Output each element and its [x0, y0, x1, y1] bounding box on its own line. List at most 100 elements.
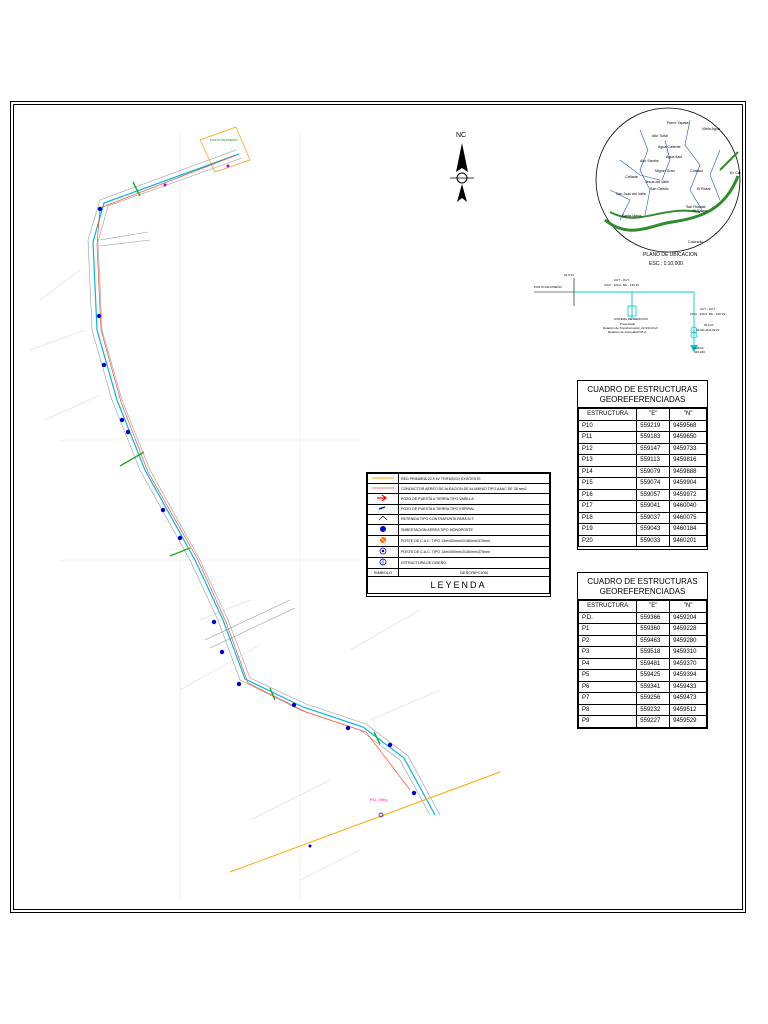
east-cell: 559481 — [636, 657, 671, 670]
east-cell: 559043 — [636, 523, 671, 536]
structure-cell: P10 — [577, 419, 638, 432]
design-point-box: PUNTO DE DISEÑO — [199, 126, 251, 173]
svg-text:27kV - 100 A. BIL - 150 kV: 27kV - 100 A. BIL - 150 kV — [690, 312, 725, 316]
line-orange-icon — [367, 472, 399, 485]
legend-row: CONDUCTOR AEREO DE ALEACION DE ALUMINIO … — [367, 483, 550, 495]
structure-markers — [96, 164, 417, 848]
svg-text:440-220: 440-220 — [694, 350, 705, 354]
design-structure-icon — [367, 556, 399, 569]
legend-row: RED PRIMARIA 22.9 kV TRIFASICO EXISTENTE — [367, 472, 550, 485]
structure-cell: P9 — [577, 715, 638, 728]
east-cell: 559227 — [636, 715, 671, 728]
north-label: NC — [456, 132, 466, 139]
north-cell: 9459816 — [669, 454, 707, 467]
north-cell: 9459280 — [669, 634, 707, 647]
svg-text:Ex Car: Ex Car — [730, 171, 742, 175]
location-plan: Pomo Yapata Alto Tuñal Agua Caliente Agu… — [595, 107, 742, 267]
arrow-red-icon — [367, 493, 399, 505]
route-blue-line — [92, 153, 436, 816]
north-arrow-icon — [450, 143, 474, 202]
east-cell: 559360 — [636, 623, 671, 636]
structure-cell: P7 — [577, 692, 638, 705]
north-cell: 9459310 — [669, 646, 707, 659]
table1-title: CUADRO DE ESTRUCTURAS GEOREFERENCIADAS — [578, 381, 707, 408]
structure-cell: P2 — [577, 634, 638, 647]
terrain-lines — [29, 269, 441, 881]
legend-description: RETENIDA TIPO CONTRAPUNTA PARA M.T. — [398, 513, 550, 525]
retenida-icon — [367, 513, 399, 525]
structure-cell: P19 — [577, 523, 638, 536]
legend-row: POSTE DE C.A.C. TIPO 13m/400mm/2/180mm/3… — [367, 534, 550, 547]
east-cell: 559256 — [636, 692, 671, 705]
east-cell: 559463 — [636, 634, 671, 647]
svg-text:22.9/0.46-0.23 kV: 22.9/0.46-0.23 kV — [696, 328, 720, 332]
north-cell: 9459394 — [669, 669, 707, 682]
svg-text:Relación de Intensidad 5/5 A: Relación de Intensidad 5/5 A — [608, 330, 646, 334]
north-cell: 9459904 — [669, 477, 707, 490]
svg-text:CARGA: CARGA — [693, 346, 704, 350]
place-names: Pomo Yapata Alto Tuñal Agua Caliente Agu… — [616, 121, 742, 244]
svg-text:El Sauce: El Sauce — [693, 209, 707, 213]
table1-col-structure: ESTRUCTURA — [577, 408, 638, 421]
north-cell: 9459529 — [669, 715, 707, 728]
structure-cell: P17 — [577, 500, 638, 513]
svg-text:Agua Caliente: Agua Caliente — [658, 145, 681, 149]
substation-icon — [367, 523, 399, 536]
svg-text:CUT - OUT: CUT - OUT — [614, 278, 629, 282]
legend-col-symbol: SIMBOLO — [367, 567, 399, 577]
north-cell: 9459228 — [669, 623, 707, 636]
structures-table-1: CUADRO DE ESTRUCTURAS GEOREFERENCIADAS E… — [577, 380, 708, 550]
green-road — [604, 175, 740, 232]
north-cell: 9459888 — [669, 465, 707, 478]
svg-text:San Rosalia: San Rosalia — [686, 205, 705, 209]
structure-cell: P13 — [577, 454, 638, 467]
north-cell: 9459568 — [669, 419, 707, 432]
legend-description: CONDUCTOR AEREO DE ALEACION DE ALUMINIO … — [398, 483, 550, 495]
legend-row: POSTE DE C.A.C. TIPO 13m/300mm/2/180mm/3… — [367, 545, 550, 558]
svg-text:Miguel Grau: Miguel Grau — [655, 169, 675, 173]
location-plan-scale: ESC.: 1:10,000 — [649, 261, 683, 267]
svg-text:Alto Sambe: Alto Sambe — [640, 159, 659, 163]
legend-row: POZO DE PUESTA A TIERRA TIPO ESPIRAL — [367, 503, 550, 515]
north-cell: 9459204 — [669, 611, 707, 624]
table2-col-structure: ESTRUCTURA — [577, 600, 638, 613]
structure-cell: P5 — [577, 669, 638, 682]
svg-text:Vilela Agua: Vilela Agua — [702, 127, 720, 131]
svg-text:Agua Azul: Agua Azul — [666, 155, 682, 159]
svg-text:Relación de Transformación 22.: Relación de Transformación 22.9/0.23 kV — [603, 326, 658, 330]
east-cell: 559425 — [636, 669, 671, 682]
svg-text:PUNTO DE DISEÑO: PUNTO DE DISEÑO — [534, 284, 562, 289]
east-cell: 559232 — [636, 703, 671, 716]
drawing-inner-border — [13, 104, 743, 910]
top-label: PUNTO DE DISEÑO — [210, 137, 238, 142]
table1-col-n: "N" — [669, 408, 707, 421]
structure-cell: P6 — [577, 680, 638, 693]
north-cell: 9459370 — [669, 657, 707, 670]
east-cell: 559037 — [636, 511, 671, 524]
structure-cell: P3 — [577, 646, 638, 659]
north-cell: 9459433 — [669, 680, 707, 693]
structure-cell: P4 — [577, 657, 638, 670]
svg-text:San Juan del Valle: San Juan del Valle — [616, 192, 646, 196]
structure-cell: P.D. — [577, 611, 638, 624]
east-cell: 559033 — [636, 534, 671, 547]
legend-row: POZO DE PUESTA A TIERRA TIPO VARILLA — [367, 493, 550, 505]
legend-panel: RED PRIMARIA 22.9 kV TRIFASICO EXISTENTE… — [366, 472, 551, 597]
road-crossings — [119, 181, 381, 745]
table1-col-e: "E" — [636, 408, 671, 421]
svg-text:Chalaco: Chalaco — [690, 169, 703, 173]
east-cell: 559057 — [636, 488, 671, 501]
existing-primary-line — [229, 771, 501, 873]
